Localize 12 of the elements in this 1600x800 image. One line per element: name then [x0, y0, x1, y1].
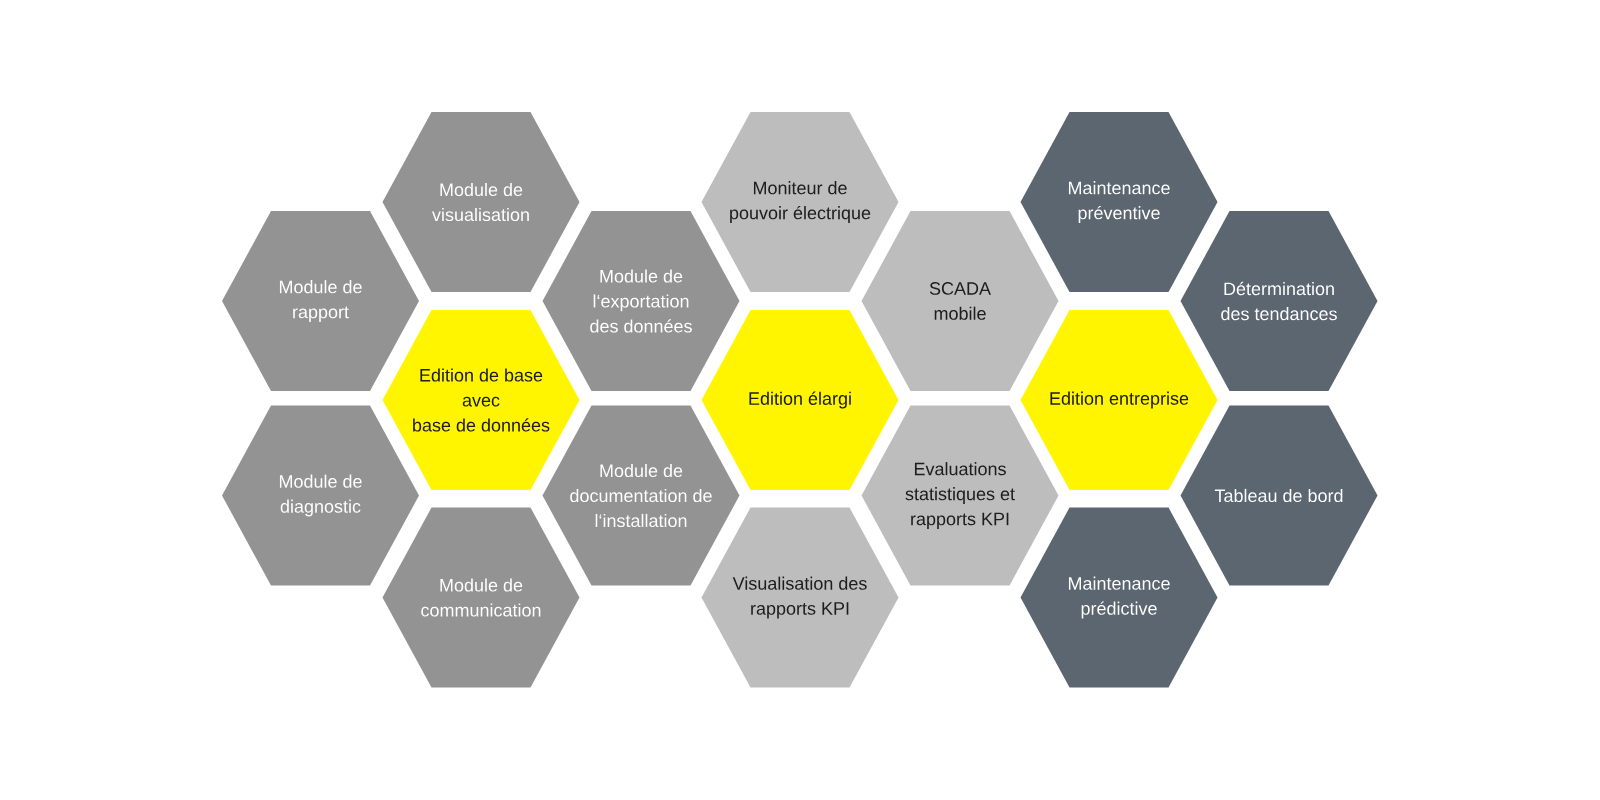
- hexagon: Moniteur de pouvoir électrique: [701, 112, 899, 292]
- hexagon: Module de communication: [382, 507, 580, 688]
- hexagon: Maintenance prédictive: [1020, 507, 1218, 688]
- hexagon: Edition de base avec base de données: [382, 310, 580, 490]
- hexagon: Maintenance préventive: [1020, 112, 1218, 292]
- hexagon: Edition élargi: [701, 310, 899, 490]
- hexagon: Module de rapport: [222, 211, 419, 391]
- hexagon: Module de visualisation: [382, 112, 580, 292]
- hexagon: Tableau de bord: [1180, 405, 1378, 586]
- hexagon: Visualisation des rapports KPI: [701, 507, 899, 688]
- hexagon: Edition entreprise: [1020, 310, 1218, 490]
- hexagon: Détermination des tendances: [1180, 211, 1378, 391]
